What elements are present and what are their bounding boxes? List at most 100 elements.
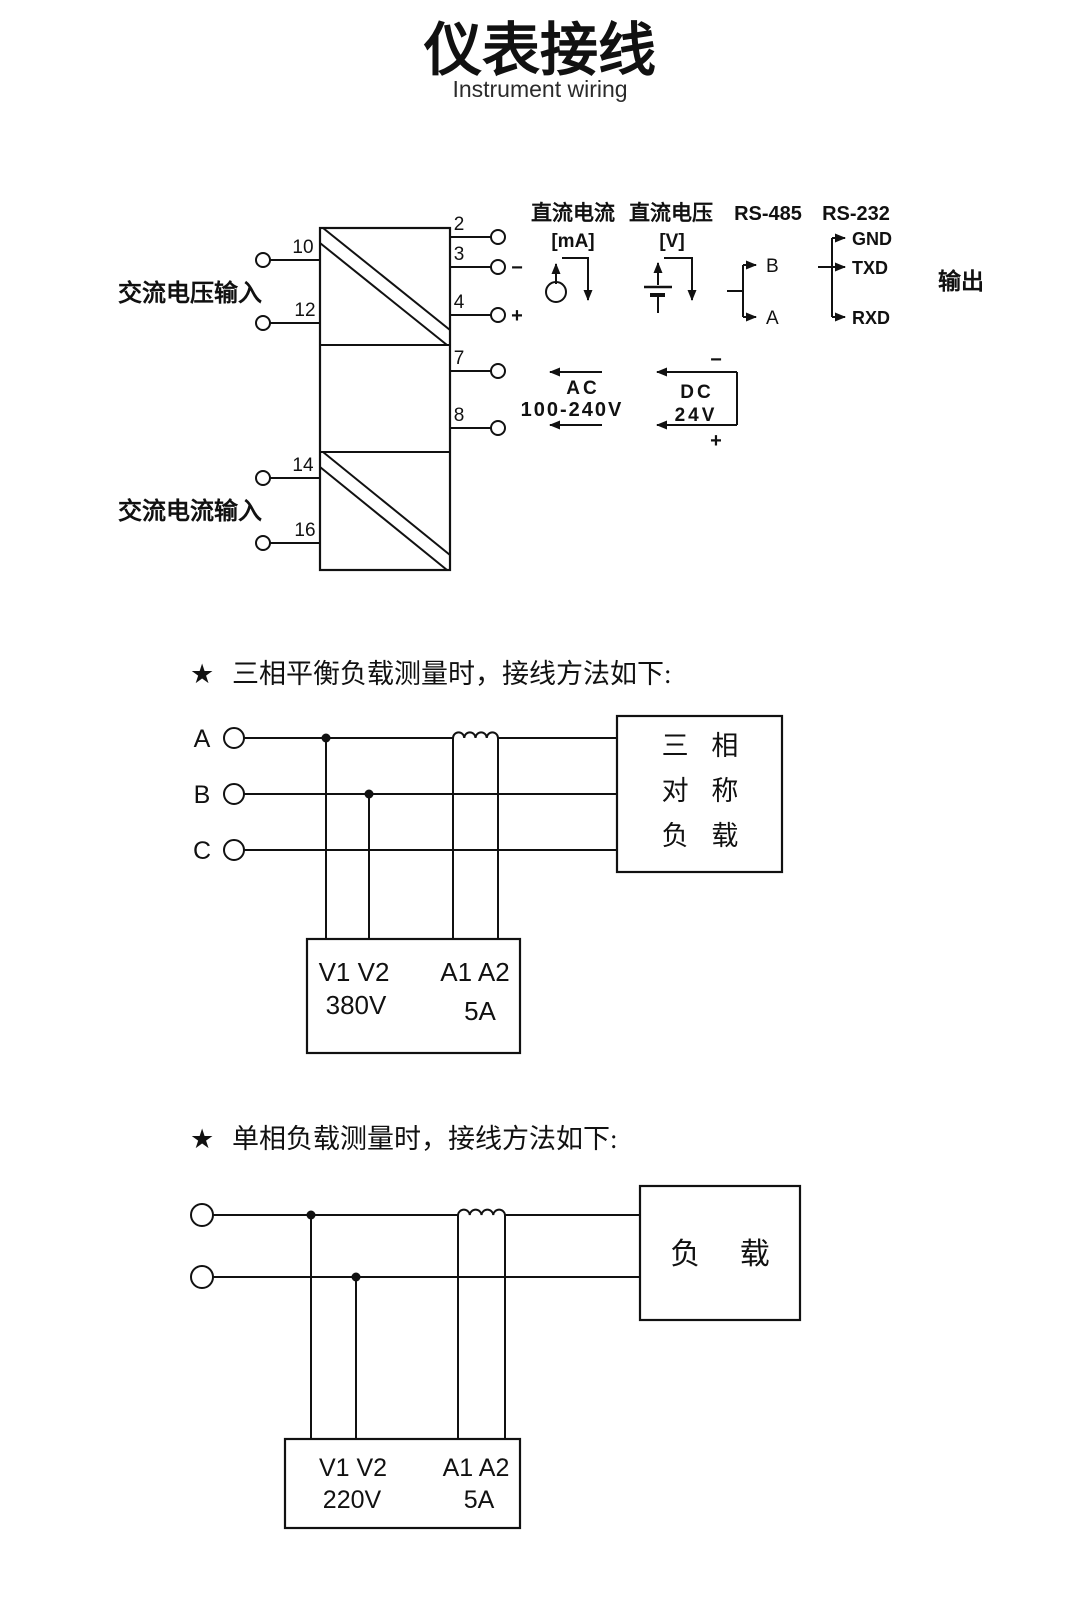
- instrument-terminal-diagram: 交流电压输入 10 12 交流电流输入 14 16 2 3 −: [118, 201, 984, 572]
- meter-current-rating: 5A: [464, 996, 496, 1026]
- meter-voltage-rating: 380V: [326, 990, 387, 1020]
- single-phase-section: ★ 单相负载测量时，接线方法如下: 负 载: [190, 1124, 802, 1530]
- phase-c-line: C: [193, 837, 617, 865]
- line-1-terminal-circle: [190, 1203, 214, 1227]
- terminal-4-circle: [490, 307, 506, 323]
- loop-wire-down-arrow-icon: [664, 257, 697, 301]
- meter-voltage-rating: 220V: [323, 1486, 382, 1514]
- dc-current-label: 直流电流: [531, 201, 615, 225]
- meter-box: [305, 937, 522, 1055]
- three-phase-heading: 三相平衡负载测量时，接线方法如下:: [232, 659, 672, 689]
- terminal-16-circle: [255, 535, 271, 551]
- meter-a-terminals: A1 A2: [443, 1454, 510, 1482]
- phase-b-line: B: [194, 781, 617, 809]
- phase-c-terminal-circle: [223, 839, 245, 861]
- page-subtitle: Instrument wiring: [452, 76, 627, 102]
- single-phase-heading: 单相负载测量时，接线方法如下:: [232, 1124, 618, 1154]
- terminal-3-minus-sign: −: [511, 257, 523, 279]
- dc-voltage-output: 直流电压 [V]: [629, 201, 713, 313]
- isolation-diagonal: [322, 227, 451, 331]
- phase-c-label: C: [193, 837, 211, 865]
- terminal-8-number: 8: [454, 405, 465, 426]
- current-transformer-coil-icon: [457, 1208, 506, 1216]
- dc-voltage-unit: [V]: [659, 231, 684, 252]
- ac-power-name: AC: [566, 378, 599, 399]
- phase-a-line: A: [194, 725, 617, 753]
- terminal-10-circle: [255, 252, 271, 268]
- terminal-4-number: 4: [454, 292, 465, 313]
- dc-power-value: 24V: [675, 405, 718, 426]
- dc-power-name: DC: [680, 382, 713, 403]
- loop-wire-down-arrow-icon: [562, 257, 593, 301]
- three-phase-meter-box: V1 V2 A1 A2 380V 5A: [305, 937, 522, 1055]
- terminal-7-number: 7: [454, 348, 465, 369]
- dc-current-output: 直流电流 [mA]: [531, 201, 615, 303]
- single-phase-load-box: 负 载: [638, 1184, 802, 1322]
- ac-current-input: 交流电流输入 14 16: [118, 455, 320, 551]
- rs232-port: RS-232 GND TXD RXD: [818, 203, 892, 328]
- load-text-line3: 负 载: [662, 821, 747, 851]
- meter-taps: [325, 738, 499, 939]
- terminal-14-number: 14: [292, 455, 314, 476]
- ac-voltage-input-label: 交流电压输入: [118, 279, 262, 307]
- header: 仪表接线 Instrument wiring: [423, 18, 656, 102]
- page-title: 仪表接线: [423, 18, 656, 83]
- load-text-line2: 对 称: [662, 776, 747, 806]
- ac-current-input-label: 交流电流输入: [118, 497, 262, 525]
- rs232-pin-txd: TXD: [852, 258, 888, 278]
- meter-box: [283, 1437, 522, 1530]
- terminal-12-number: 12: [294, 300, 315, 321]
- meter-taps: [310, 1215, 506, 1439]
- rs232-label: RS-232: [822, 203, 890, 225]
- instrument-body: [318, 226, 452, 572]
- rs485-pin-a: A: [766, 308, 779, 329]
- line-2: [190, 1265, 640, 1289]
- current-transformer-coil-icon: [452, 731, 499, 739]
- dc-voltage-label: 直流电压: [629, 201, 713, 225]
- terminal-3-circle: [490, 259, 506, 275]
- isolation-diagonal: [322, 451, 451, 556]
- star-icon: ★: [190, 659, 214, 689]
- ac-voltage-input: 交流电压输入 10 12: [118, 237, 320, 331]
- meter-v-terminals: V1 V2: [319, 1454, 387, 1482]
- rs232-pin-rxd: RXD: [852, 308, 890, 328]
- isolation-diagonal: [319, 242, 448, 346]
- terminal-3-number: 3: [454, 244, 465, 265]
- three-phase-load-box: 三 相 对 称 负 载: [615, 714, 784, 874]
- phase-b-terminal-circle: [223, 783, 245, 805]
- dc-current-unit: [mA]: [551, 231, 594, 252]
- terminal-2-number: 2: [454, 214, 465, 235]
- terminal-2-circle: [490, 229, 506, 245]
- terminal-12-circle: [255, 315, 271, 331]
- output-side-label: 输出: [938, 268, 984, 294]
- isolation-diagonal: [319, 466, 448, 571]
- rs485-port: RS-485 B A: [727, 203, 802, 329]
- phase-a-terminal-circle: [223, 727, 245, 749]
- dc-power-plus-sign: +: [710, 430, 722, 452]
- terminal-7-circle: [490, 363, 506, 379]
- meter-a-terminals: A1 A2: [440, 957, 509, 987]
- current-source-icon: [545, 281, 567, 303]
- load-box: [615, 714, 784, 874]
- star-icon: ★: [190, 1124, 214, 1154]
- rs485-pin-b: B: [766, 256, 779, 277]
- load-text: 负 载: [670, 1238, 786, 1271]
- meter-current-rating: 5A: [464, 1486, 495, 1514]
- load-box: [638, 1184, 802, 1322]
- phase-a-label: A: [194, 725, 211, 753]
- line-1: [190, 1203, 640, 1227]
- load-text-line1: 三 相: [662, 731, 747, 761]
- dc-power-supply: − DC 24V +: [656, 349, 738, 452]
- dc-power-minus-sign: −: [710, 349, 722, 371]
- rs485-label: RS-485: [734, 203, 802, 225]
- terminal-14-circle: [255, 470, 271, 486]
- rs232-pin-gnd: GND: [852, 229, 892, 249]
- terminal-8-circle: [490, 420, 506, 436]
- instrument-block: [318, 226, 452, 572]
- output-terminals: 2 3 − 4 + 7 8: [450, 214, 523, 436]
- single-phase-meter-box: V1 V2 A1 A2 220V 5A: [283, 1437, 522, 1530]
- three-phase-section: ★ 三相平衡负载测量时，接线方法如下: A B C: [190, 659, 784, 1055]
- line-2-terminal-circle: [190, 1265, 214, 1289]
- meter-v-terminals: V1 V2: [319, 957, 390, 987]
